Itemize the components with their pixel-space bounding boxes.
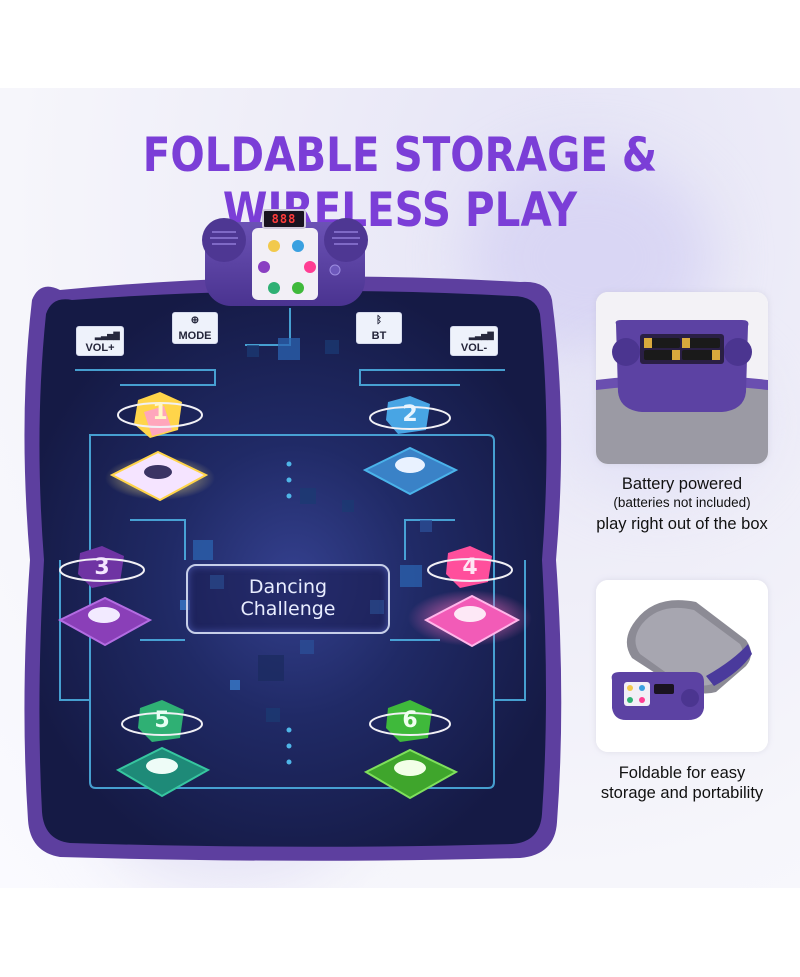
pad-4 xyxy=(408,546,532,648)
signal-bars-icon: ▂▃▅▇ xyxy=(95,331,120,340)
decor-dots xyxy=(286,461,292,765)
pad-number-1: 1 xyxy=(152,400,168,425)
battery-caption-line1: Battery powered xyxy=(621,475,743,493)
battery-caption-line2: (batteries not included) xyxy=(613,495,751,510)
score-display: 888 xyxy=(262,209,306,229)
foldable-caption-line2: storage and portability xyxy=(600,784,764,802)
bluetooth-icon: ᛒ xyxy=(376,315,382,326)
bt-button[interactable]: ᛒ BT xyxy=(356,312,402,344)
mode-button[interactable]: ⊕ MODE xyxy=(172,312,218,344)
page-title: FOLDABLE STORAGE & WIRELESS PLAY xyxy=(142,128,658,238)
pad-5 xyxy=(115,700,211,798)
battery-caption-line3: play right out of the box xyxy=(596,515,768,533)
vol-minus-button[interactable]: ▂▃▅▇ VOL- xyxy=(450,326,498,356)
battery-compartment-illustration xyxy=(596,292,768,464)
pad-number-2: 2 xyxy=(402,402,418,427)
dancing-challenge-label: Dancing Challenge xyxy=(240,576,336,620)
pad-number-4: 4 xyxy=(462,555,478,580)
foldable-caption-line1: Foldable for easy xyxy=(618,764,746,782)
controller-unit xyxy=(202,218,368,306)
signal-bars-icon: ▂▃▅▇ xyxy=(469,331,494,340)
pad-3 xyxy=(57,546,153,647)
pad-6 xyxy=(363,700,459,800)
vol-plus-button[interactable]: ▂▃▅▇ VOL+ xyxy=(76,326,124,356)
dancing-challenge-panel: Dancing Challenge xyxy=(186,564,390,634)
pad-number-3: 3 xyxy=(94,555,110,580)
speaker-grille xyxy=(210,231,360,245)
pad-number-6: 6 xyxy=(402,708,418,733)
foldable-card xyxy=(596,580,768,752)
pad-1 xyxy=(105,392,215,502)
pad-2 xyxy=(362,396,459,496)
folded-mat-illustration xyxy=(596,580,768,752)
battery-card xyxy=(596,292,768,464)
gamepad-icon: ⊕ xyxy=(190,315,200,326)
pad-number-5: 5 xyxy=(154,708,170,733)
